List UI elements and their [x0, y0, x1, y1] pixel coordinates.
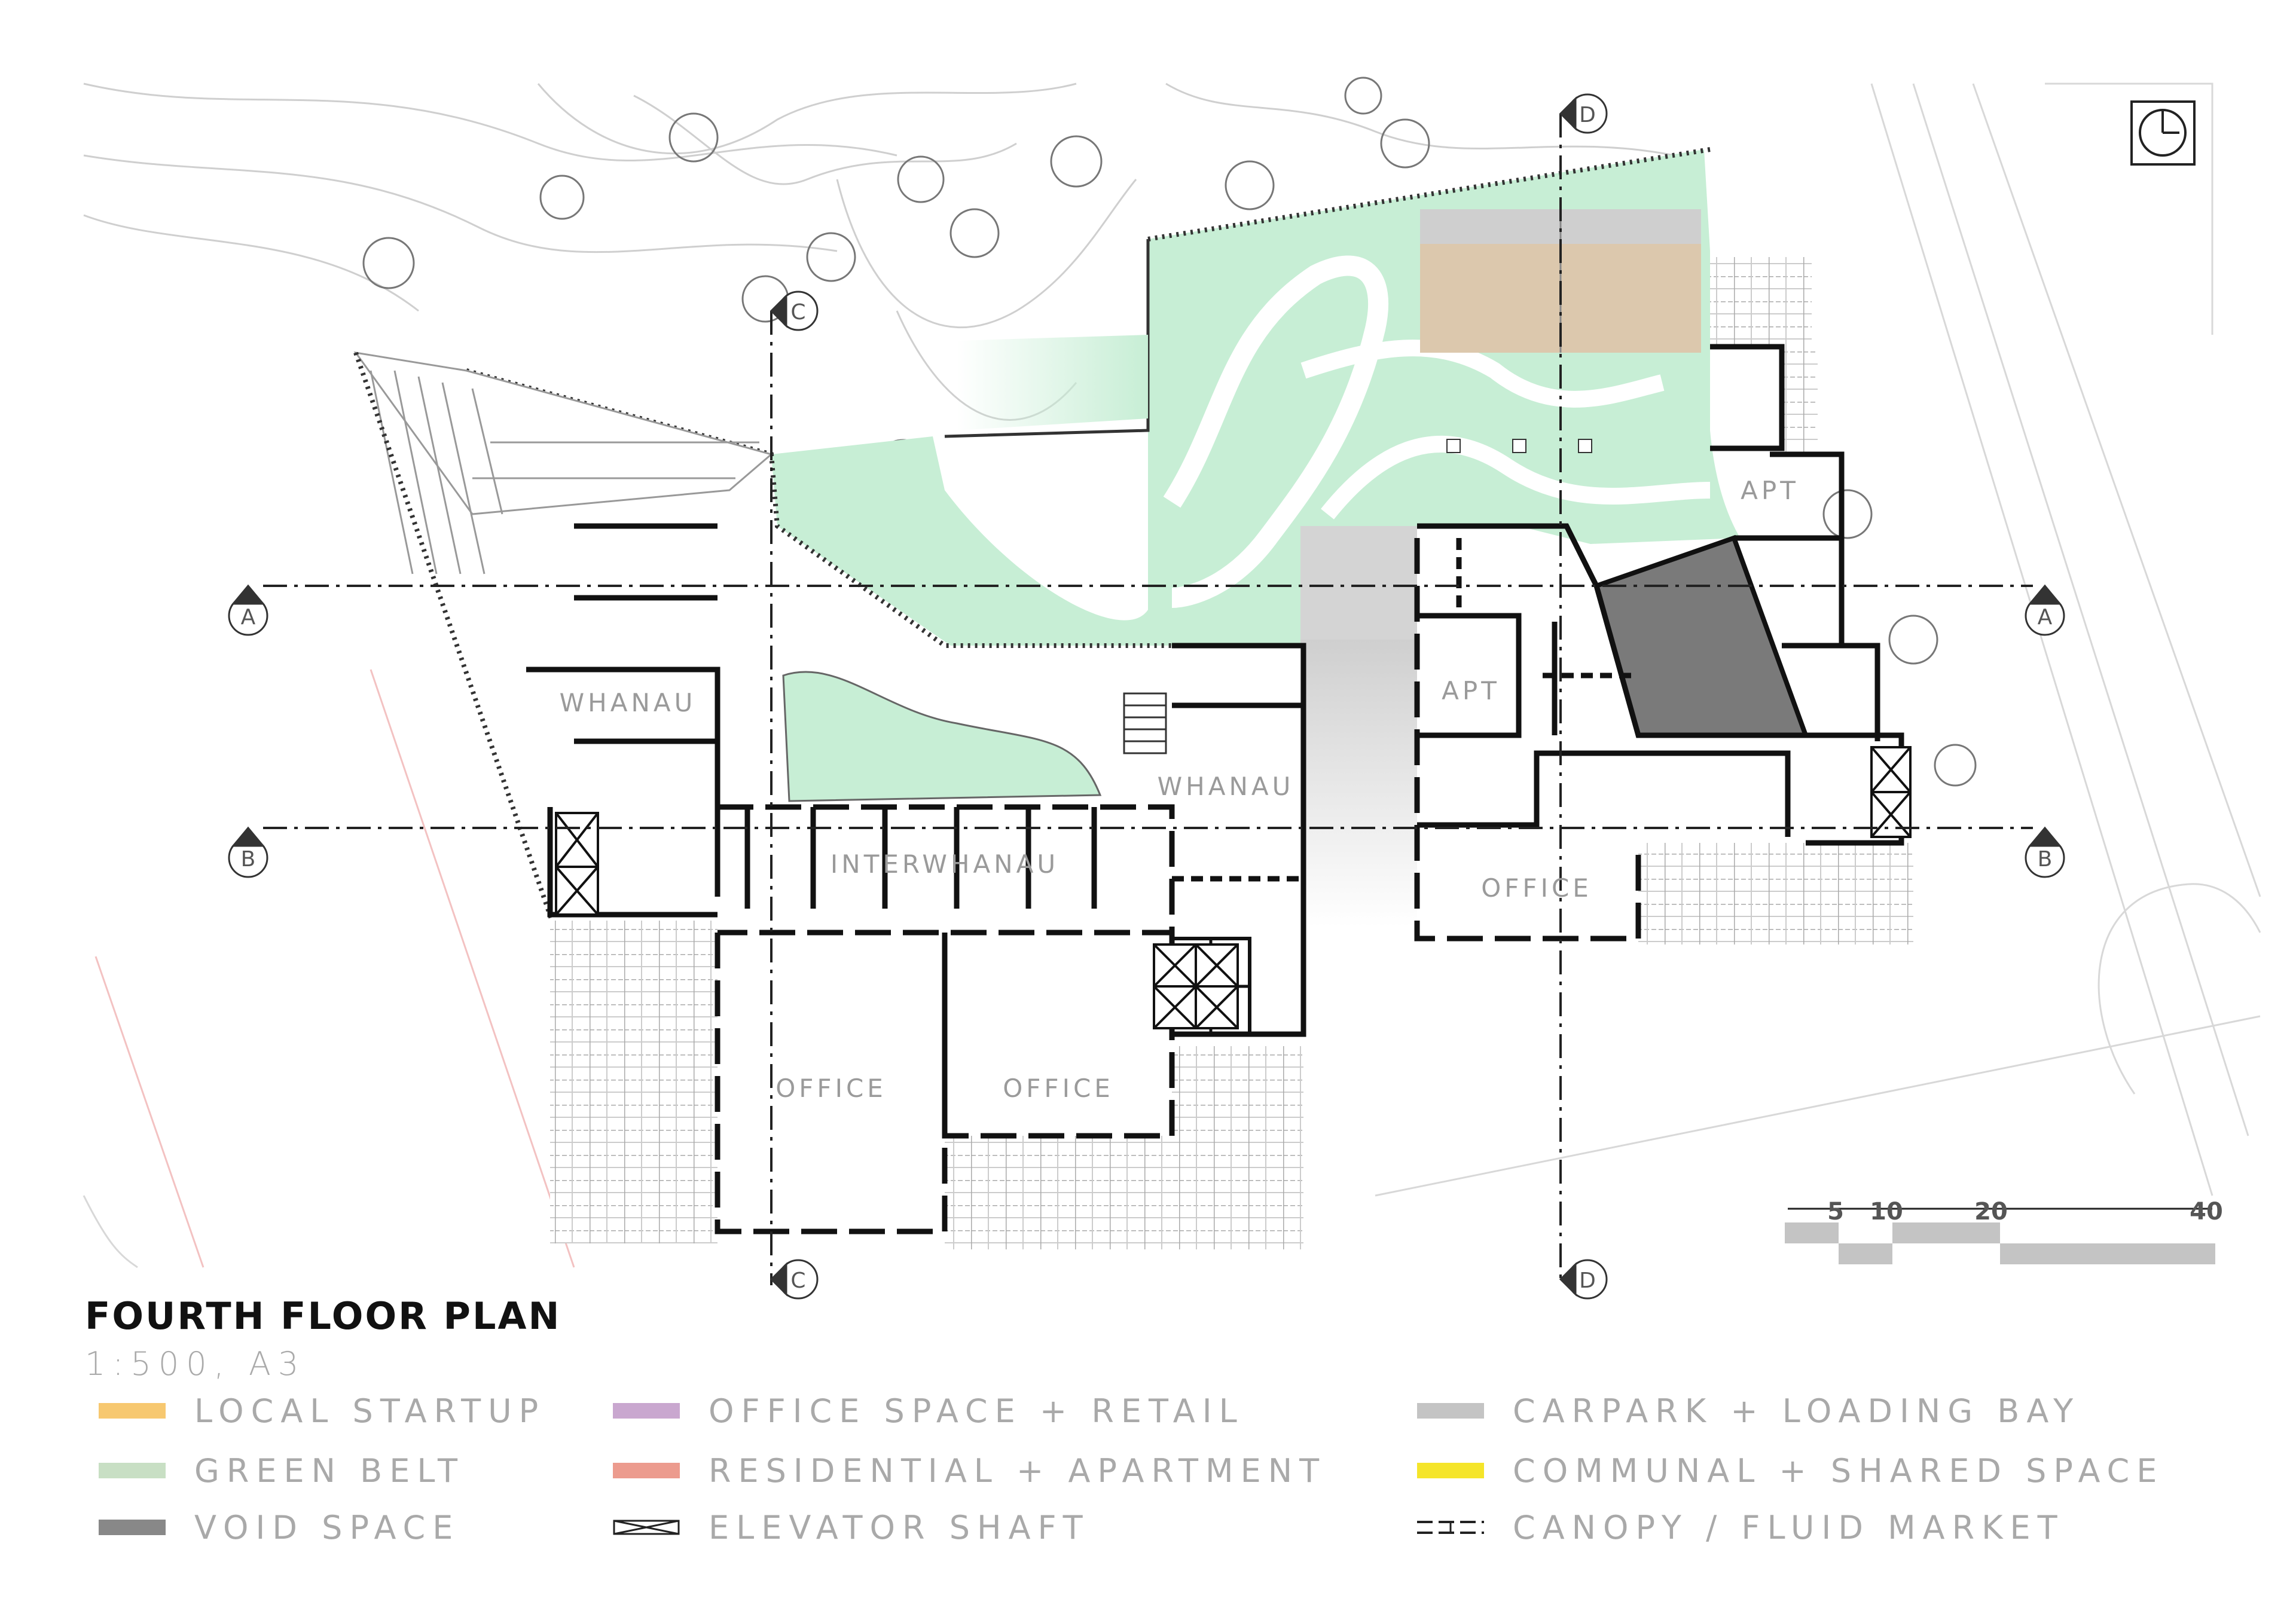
legend-item-office-space-retail: OFFICE SPACE + RETAIL: [613, 1392, 1244, 1430]
legend-item-local-startup: LOCAL STARTUP: [99, 1392, 545, 1430]
grid-lines: [263, 114, 2033, 1285]
room-label-apt-2: APT: [1741, 476, 1799, 505]
room-label-whanau-center: WHANAU: [1158, 772, 1294, 801]
grid-markers: A A B B C C D D: [228, 93, 2065, 1300]
svg-text:D: D: [1579, 1269, 1596, 1293]
svg-text:D: D: [1579, 103, 1596, 127]
legend-item-green-belt: GREEN BELT: [99, 1452, 465, 1490]
legend-swatch: [1417, 1463, 1484, 1478]
legend-item-carpark-loading-bay: CARPARK + LOADING BAY: [1417, 1392, 2080, 1430]
canopy-market: [550, 257, 1913, 1249]
svg-text:C: C: [790, 1269, 805, 1293]
grid-marker-a-left: A: [228, 584, 268, 636]
grid-marker-d-bottom: D: [1559, 1259, 1608, 1300]
legend-item-canopy-fluid-market: CANOPY / FLUID MARKET: [1417, 1509, 2065, 1546]
legend-item-communal-shared-space: COMMUNAL + SHARED SPACE: [1417, 1452, 2164, 1490]
elevator-shaft-icons: [555, 746, 1912, 1029]
room-label-office-1: OFFICE: [775, 1074, 887, 1103]
north-arrow-icon: [2130, 100, 2196, 166]
room-label-office-3: OFFICE: [1481, 873, 1592, 903]
legend-item-void-space: VOID SPACE: [99, 1509, 460, 1546]
svg-text:C: C: [790, 300, 805, 325]
scale-bar: 5 10 20 40: [1785, 1198, 2223, 1264]
legend-swatch: [99, 1463, 166, 1478]
room-label-whanau-left: WHANAU: [560, 688, 697, 717]
legend-swatch: [613, 1403, 680, 1419]
scale-bar-label-40: 40: [2190, 1198, 2223, 1225]
grid-marker-c-bottom: C: [770, 1259, 819, 1300]
legend-swatch: [613, 1463, 680, 1478]
canopy-swatch-icon: [1417, 1521, 1484, 1534]
legend-swatch: [1417, 1403, 1484, 1419]
svg-text:A: A: [241, 605, 256, 629]
scale-bar-label-20: 20: [1974, 1198, 2008, 1225]
legend-item-residential-apartment: RESIDENTIAL + APARTMENT: [613, 1452, 1326, 1490]
scale-bar-label-5: 5: [1827, 1198, 1844, 1225]
room-label-office-2: OFFICE: [1003, 1074, 1114, 1103]
plan-title: FOURTH FLOOR PLAN: [85, 1294, 561, 1338]
elevator-shaft-swatch-icon: [613, 1520, 680, 1535]
void-space: [1300, 526, 1809, 927]
plan-scale: 1:500, A3: [85, 1345, 306, 1383]
svg-text:B: B: [241, 847, 256, 872]
legend-item-elevator-shaft: ELEVATOR SHAFT: [613, 1509, 1090, 1546]
svg-text:A: A: [2038, 605, 2053, 629]
scale-bar-label-10: 10: [1870, 1198, 1903, 1225]
grid-marker-a-right: A: [2025, 584, 2065, 636]
site-context: [83, 82, 2261, 1269]
room-label-apt-1: APT: [1442, 676, 1500, 705]
legend-swatch: [99, 1520, 166, 1535]
grid-marker-b-left: B: [228, 826, 268, 878]
legend-swatch: [99, 1403, 166, 1419]
room-labels: WHANAU WHANAU INTERWHANAU OFFICE OFFICE …: [560, 476, 1799, 1103]
stair: [1123, 692, 1167, 754]
room-label-interwhanau: INTERWHANAU: [831, 849, 1059, 879]
grid-marker-d-top: D: [1559, 93, 1608, 134]
grid-marker-c-top: C: [770, 291, 819, 331]
svg-text:B: B: [2038, 847, 2053, 872]
grid-marker-b-right: B: [2025, 826, 2065, 878]
ramp: [353, 351, 774, 934]
